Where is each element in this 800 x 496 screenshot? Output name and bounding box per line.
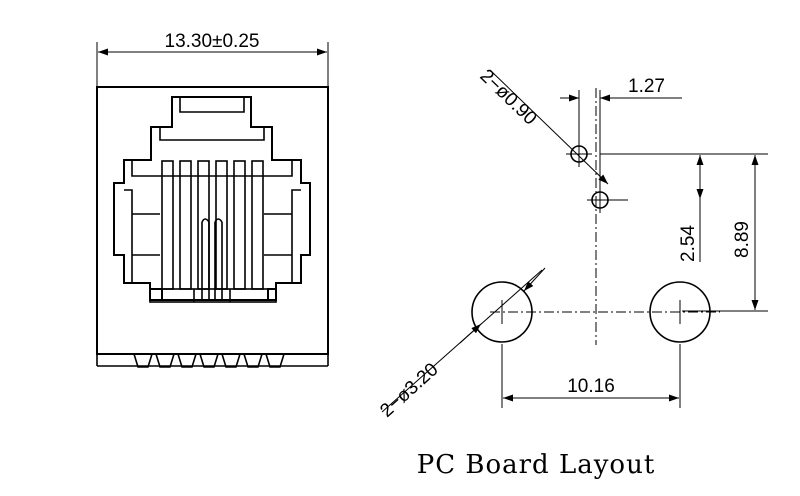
- hole-offset-label: 1.27: [628, 76, 665, 97]
- large-hole-diameter-callout: 2−ø3.20: [376, 267, 546, 422]
- post-offset-label: 8.89: [732, 221, 753, 258]
- small-hole-diameter-label: 2−ø0.90: [476, 65, 541, 129]
- layout-caption: PC Board Layout: [417, 450, 656, 480]
- plug-opening-outline: [113, 96, 311, 301]
- jack-front-view: 13.30±0.25: [96, 31, 329, 368]
- overall-width-dimension: 13.30±0.25: [96, 31, 329, 86]
- small-hole-diameter-callout: 2−ø0.90: [476, 65, 609, 185]
- post-spacing-dimension: 10.16: [501, 344, 681, 408]
- large-hole-left: [471, 281, 533, 343]
- overall-width-label: 13.30±0.25: [165, 31, 260, 52]
- hole-offset-dimension: 1.27: [560, 76, 682, 192]
- post-offset-dimension: 8.89: [682, 153, 768, 312]
- jack-bottom-teeth: [132, 353, 286, 368]
- large-hole-right: [649, 281, 711, 343]
- post-spacing-label: 10.16: [567, 376, 615, 397]
- pc-board-layout: 2−ø0.90 1.27 2.54 8.89: [376, 65, 768, 422]
- jack-bottom-latch: [150, 288, 277, 301]
- row-spacing-dimension: 2.54: [600, 153, 712, 262]
- small-hole-lower: [587, 187, 628, 213]
- large-hole-diameter-label: 2−ø3.20: [376, 359, 442, 422]
- contact-pins: [161, 160, 264, 300]
- row-spacing-label: 2.54: [678, 225, 699, 262]
